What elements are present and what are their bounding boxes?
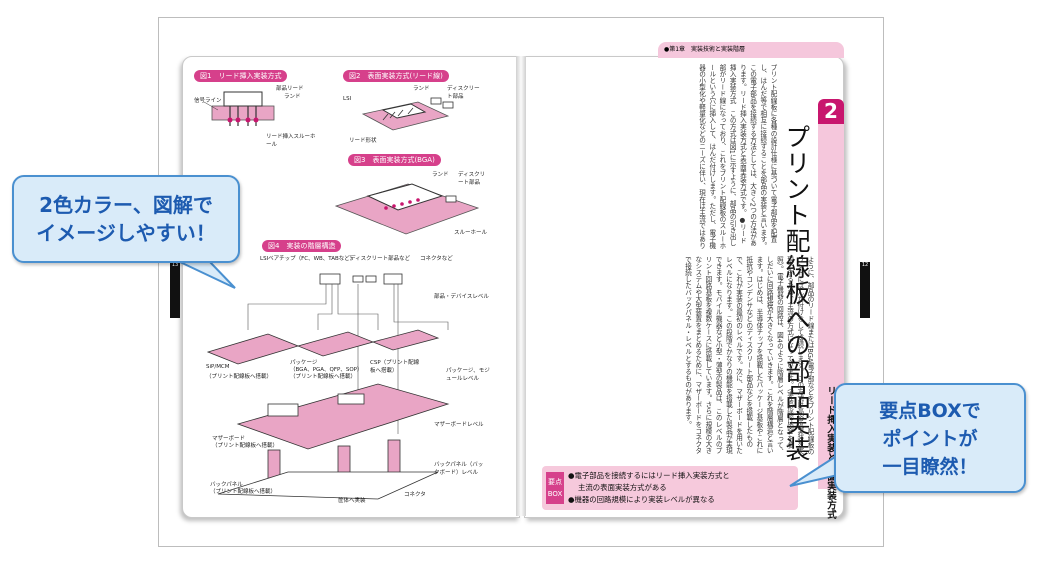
- fig4-label-9: CSP（プリント配線板へ搭載）: [370, 360, 420, 374]
- page-number-right: 12: [860, 262, 870, 318]
- fig4-label-13: マザーボードレベル: [434, 422, 484, 428]
- fig4-label-2: コネクタなど: [420, 256, 453, 262]
- fig3-illustration: ランド ディスクリート部品 スルーホール: [328, 168, 488, 243]
- page-number-left-text: 13: [171, 262, 179, 268]
- callout-left: 2色カラー、図解で イメージしやすい！: [12, 175, 240, 263]
- callout-right-line-1: 要点BOXで: [879, 400, 981, 422]
- fig4-label-0: LSIベアチップ（FC、WB、TABなど）: [260, 256, 356, 262]
- fig4-label-7: （BGA、PGA、QFP、SOP）: [290, 367, 363, 373]
- section-title: プリント配線板への部品実装: [782, 124, 811, 462]
- fig1-illustration: 信号ライン 部品リード ランド リード挿入スルーホール: [194, 84, 324, 149]
- key-point-1: ●電子部品を接続するにはリード挿入実装方式と: [568, 471, 730, 480]
- right-page: [524, 56, 844, 518]
- fig2-label-2: ディスクリート部品: [447, 86, 480, 100]
- callout-right: 要点BOXで ポイントが 一目瞭然！: [834, 383, 1026, 493]
- body-text-upper: プリント配線板に各種の設計仕様に基づいて電子部品を配置し、はんだ等で相互に接続す…: [698, 64, 777, 249]
- fig1-title: 図1 リード挿入実装方式: [194, 70, 288, 82]
- fig4-label-18: 筐体へ実装: [338, 498, 366, 504]
- fig3-label-1: ディスクリート部品: [458, 172, 486, 186]
- key-point-box: 要点BOX ●電子部品を接続するにはリード挿入実装方式と 主流の表面実装方式があ…: [542, 466, 798, 510]
- fig4-label-4: SiP/MCM: [206, 364, 230, 370]
- left-page: [182, 56, 520, 518]
- fig3-title: 図3 表面実装方式(BGA): [348, 154, 441, 166]
- key-point-2: 主流の表面実装方式がある: [578, 483, 667, 492]
- fig2-illustration: LSI ランド ディスクリート部品 リード形状: [343, 84, 483, 149]
- fig2-title: 図2 表面実装方式(リード線): [343, 70, 449, 82]
- page-number-left: 13: [170, 262, 180, 318]
- fig3-label-0: ランド: [432, 172, 449, 178]
- chapter-header: ●第1章 実装技術と実装階層: [658, 42, 844, 58]
- fig4-label-8: （プリント配線板へ搭載）: [290, 374, 357, 380]
- fig4-illustration: LSIベアチップ（FC、WB、TABなど） ディスクリート部品など コネクタなど…: [198, 254, 498, 504]
- fig4-label-16: （プリント配線板へ搭載）: [210, 489, 277, 495]
- fig3-label-2: スルーホール: [454, 230, 488, 236]
- fig4-label-3: 部品・デバイスレベル: [434, 294, 489, 300]
- fig4-label-12: （プリント配線板へ搭載）: [212, 443, 279, 449]
- fig4-label-10: パッケージ、モジュールレベル: [446, 368, 490, 382]
- fig1-label-0: 信号ライン: [194, 98, 222, 104]
- fig4-label-17: コネクタ: [404, 492, 426, 498]
- key-point-label: 要点BOX: [546, 472, 564, 504]
- key-point-3: ●機器の回路規模により実装レベルが異なる: [568, 495, 715, 504]
- section-subtitle: リード挿入実装と表面実装方式: [825, 386, 836, 519]
- fig4-label-5: （プリント配線板へ搭載）: [206, 374, 273, 380]
- fig4-label-1: ディスクリート部品など: [350, 256, 411, 262]
- fig4-label-14: バックパネル（バックボード）レベル: [434, 462, 484, 476]
- callout-right-line-3: 一目瞭然！: [882, 456, 978, 478]
- book-spine: [516, 56, 526, 516]
- body-text-lower: ように、部品のリード線またはBGA電子部などをプリント配線板のランドにはんだ付け…: [683, 256, 814, 455]
- fig2-label-3: リード形状: [349, 138, 377, 144]
- fig1-label-1: 部品リード: [276, 86, 304, 92]
- fig4-label-15: バックパネル: [210, 482, 243, 488]
- fig4-label-6: パッケージ: [290, 360, 318, 366]
- page-number-right-text: 12: [861, 262, 869, 268]
- fig1-label-3: リード挿入スルーホール: [266, 134, 316, 148]
- fig2-label-0: LSI: [343, 96, 352, 102]
- callout-left-line-1: 2色カラー、図解で: [39, 193, 213, 217]
- fig1-label-2: ランド: [284, 94, 301, 100]
- callout-left-line-2: イメージしやすい！: [36, 221, 216, 245]
- section-number: 2: [818, 99, 844, 124]
- fig4-title: 図4 実装の階層構造: [262, 240, 342, 252]
- callout-right-line-2: ポイントが: [882, 428, 978, 450]
- fig2-label-1: ランド: [413, 86, 430, 92]
- fig4-label-11: マザーボード: [212, 436, 246, 442]
